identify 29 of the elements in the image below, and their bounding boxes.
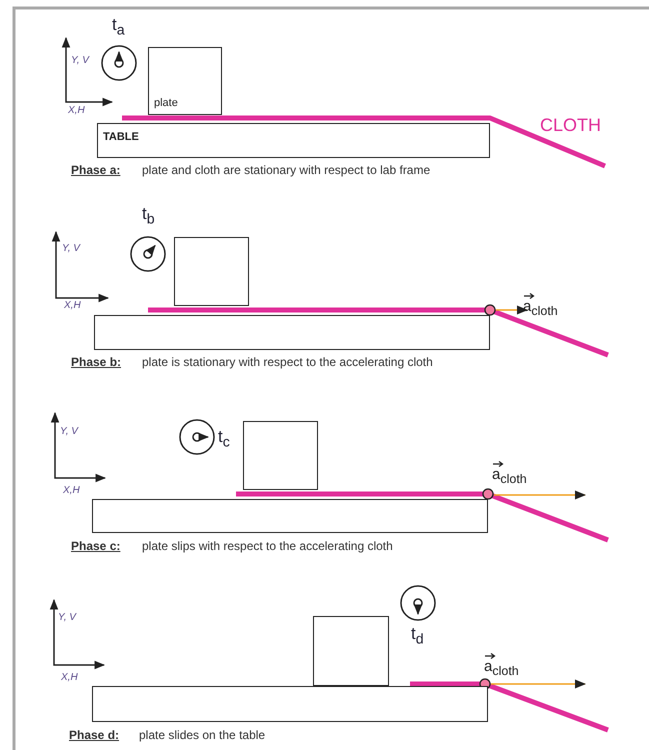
plate-box bbox=[243, 421, 318, 490]
time-label: t$_{d}$ bbox=[411, 625, 424, 648]
cloth-label: CLOTH bbox=[540, 116, 602, 136]
phase-heading: Phase d: bbox=[69, 729, 120, 742]
table-label: TABLE bbox=[103, 131, 139, 143]
phase-heading: Phase b: bbox=[71, 356, 122, 370]
axis-label: X,H bbox=[68, 105, 85, 116]
time-label: t$_{a}$ bbox=[112, 16, 125, 39]
axis-label: X,H bbox=[64, 300, 81, 311]
acceleration-label: a$_{cloth}$ bbox=[484, 652, 519, 679]
axis-label: Y, V bbox=[62, 243, 80, 254]
plate-box bbox=[174, 237, 249, 306]
table-box bbox=[94, 315, 490, 350]
axis-label: Y, V bbox=[60, 426, 78, 437]
axis-label: X,H bbox=[61, 672, 78, 683]
table-box bbox=[92, 499, 488, 533]
table-box bbox=[97, 123, 490, 158]
plate-label: plate bbox=[154, 97, 178, 109]
phase-heading: Phase a: bbox=[71, 164, 120, 178]
plate-box bbox=[313, 616, 389, 686]
axis-label: Y, V bbox=[71, 55, 89, 66]
plate-box bbox=[148, 47, 222, 115]
axis-label: X,H bbox=[63, 485, 80, 496]
time-label: t$_{c}$ bbox=[218, 428, 230, 451]
phase-heading: Phase c: bbox=[71, 540, 120, 554]
table-box bbox=[92, 686, 488, 722]
time-label: t$_{b}$ bbox=[142, 205, 155, 228]
acceleration-label: a$_{cloth}$ bbox=[492, 460, 527, 487]
axis-label: Y, V bbox=[58, 612, 76, 623]
